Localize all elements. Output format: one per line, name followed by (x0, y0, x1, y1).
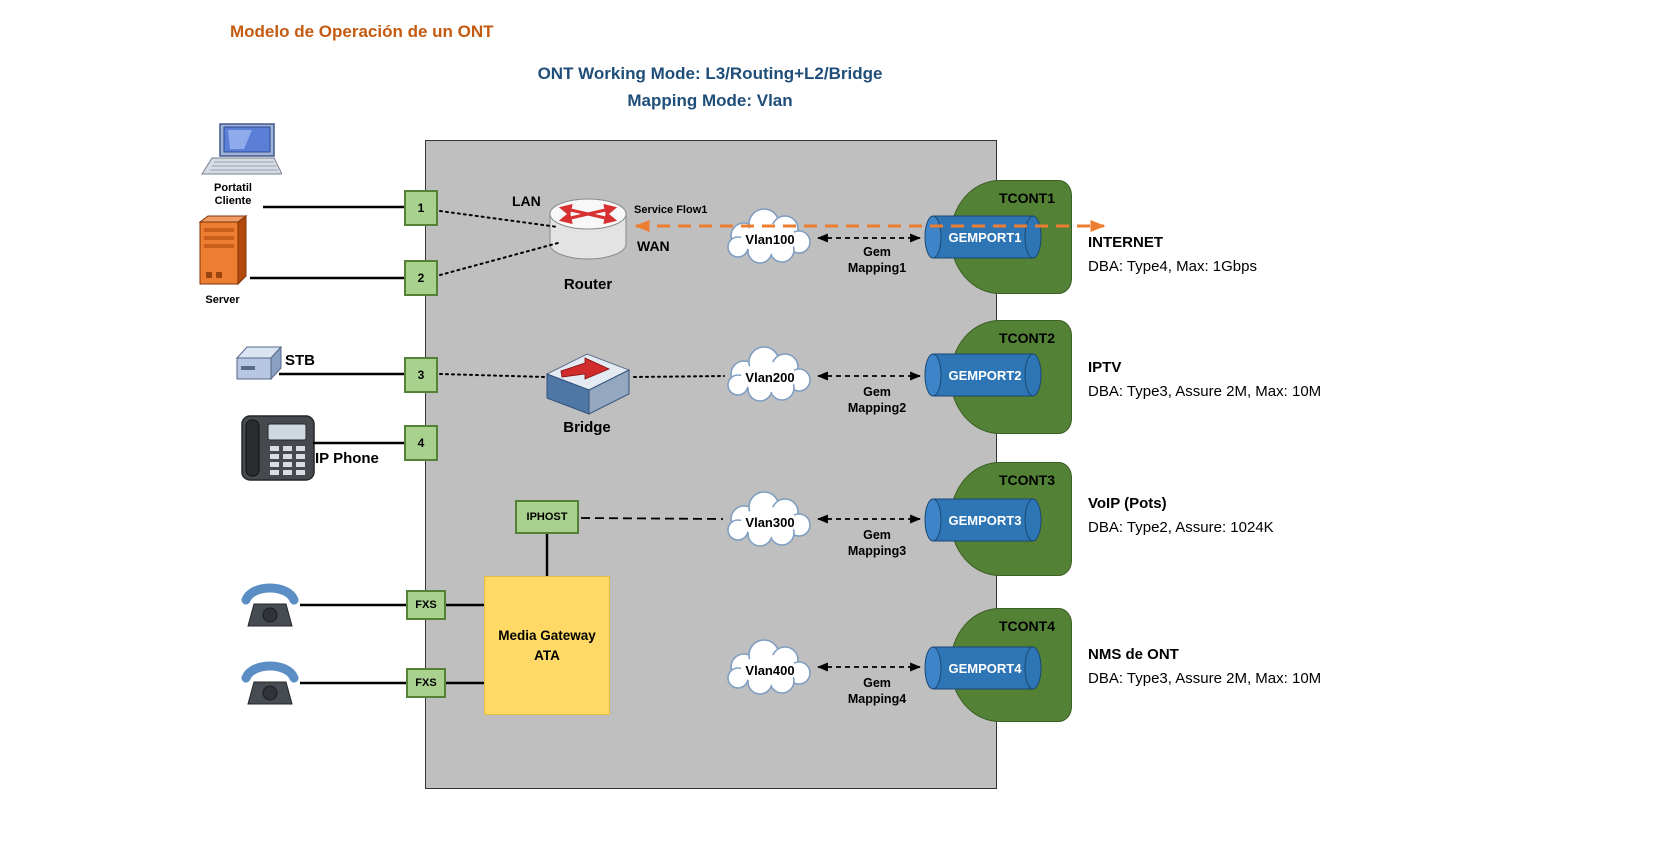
vlan200-label: Vlan200 (745, 369, 795, 385)
service-internet: INTERNET DBA: Type4, Max: 1Gbps (1088, 231, 1418, 279)
service-nms-dba: DBA: Type3, Assure 2M, Max: 10M (1088, 670, 1322, 687)
gemport1: GEMPORT1 (924, 213, 1042, 261)
lan-label: LAN (512, 193, 541, 209)
fxs-port-2: FXS (406, 668, 446, 698)
laptop-label: Portatil Cliente (214, 182, 252, 207)
gemport4-label: GEMPORT4 (948, 660, 1022, 676)
analog-phone-icon (241, 583, 299, 627)
service-flow-label: Service Flow1 (634, 204, 708, 216)
gemport3: GEMPORT3 (924, 496, 1042, 544)
service-iptv: IPTV DBA: Type3, Assure 2M, Max: 10M (1088, 356, 1418, 404)
cloud-icon (727, 491, 811, 547)
gem-mapping-2: Gem Mapping2 (847, 385, 907, 415)
vlan400-label: Vlan400 (745, 662, 795, 678)
tcont4-label: TCONT4 (999, 618, 1055, 634)
service-nms: NMS de ONT DBA: Type3, Assure 2M, Max: 1… (1088, 643, 1418, 691)
service-voip: VoIP (Pots) DBA: Type2, Assure: 1024K (1088, 492, 1418, 540)
media-gateway-label-1: Media Gateway (498, 627, 596, 643)
stb-label: STB (285, 352, 315, 369)
service-internet-dba: DBA: Type4, Max: 1Gbps (1088, 258, 1257, 275)
gemport2-label: GEMPORT2 (948, 367, 1022, 383)
vlan400-cloud: Vlan400 (722, 635, 818, 701)
gem-mapping-3: Gem Mapping3 (847, 528, 907, 558)
vlan100-cloud: Vlan100 (722, 204, 818, 270)
server-label: Server (205, 294, 240, 306)
tcont2-label: TCONT2 (999, 330, 1055, 346)
service-iptv-name: IPTV (1088, 359, 1122, 376)
mapping-mode-line: Mapping Mode: Vlan (627, 91, 793, 110)
fxs-port-1: FXS (406, 590, 446, 620)
vlan100-label: Vlan100 (745, 231, 795, 247)
vlan200-cloud: Vlan200 (722, 342, 818, 408)
analog-phone-icon (241, 661, 299, 705)
router-icon (549, 198, 627, 260)
eth-port-2: 2 (404, 260, 438, 296)
bridge-icon (545, 353, 631, 415)
eth-port-4: 4 (404, 425, 438, 461)
vlan300-label: Vlan300 (745, 514, 795, 530)
service-voip-name: VoIP (Pots) (1088, 495, 1167, 512)
ip-phone-label: IP Phone (315, 450, 379, 467)
tcont1-label: TCONT1 (999, 190, 1055, 206)
cloud-icon (727, 639, 811, 695)
bridge-label: Bridge (563, 419, 611, 436)
service-voip-dba: DBA: Type2, Assure: 1024K (1088, 519, 1274, 536)
router-label: Router (563, 276, 613, 293)
gemport-cylinder-icon (924, 353, 1042, 397)
service-iptv-dba: DBA: Type3, Assure 2M, Max: 10M (1088, 383, 1322, 400)
laptop-icon (201, 123, 282, 175)
gemport4: GEMPORT4 (924, 644, 1042, 692)
gem-mapping-1: Gem Mapping1 (847, 245, 907, 275)
diagram-subtitle: ONT Working Mode: L3/Routing+L2/Bridge M… (400, 60, 1020, 114)
service-internet-name: INTERNET (1088, 234, 1163, 251)
iphost-box: IPHOST (515, 500, 579, 534)
gemport3-label: GEMPORT3 (948, 512, 1022, 528)
stb-icon (235, 345, 283, 381)
gem-mapping-4: Gem Mapping4 (847, 676, 907, 706)
tcont3-label: TCONT3 (999, 472, 1055, 488)
gemport1-label: GEMPORT1 (948, 229, 1022, 245)
eth-port-3: 3 (404, 357, 438, 393)
wan-label: WAN (637, 238, 670, 254)
eth-port-1: 1 (404, 190, 438, 226)
service-nms-name: NMS de ONT (1088, 646, 1179, 663)
gemport-cylinder-icon (924, 498, 1042, 542)
page-title: Modelo de Operación de un ONT (230, 22, 494, 41)
cloud-icon (727, 346, 811, 402)
gemport-cylinder-icon (924, 646, 1042, 690)
server-icon (198, 215, 248, 286)
ip-phone-icon (241, 415, 315, 481)
vlan300-cloud: Vlan300 (722, 487, 818, 553)
working-mode-line: ONT Working Mode: L3/Routing+L2/Bridge (537, 64, 883, 83)
media-gateway-box: Media Gateway ATA (484, 576, 610, 715)
media-gateway-label-2: ATA (534, 647, 560, 663)
gemport2: GEMPORT2 (924, 351, 1042, 399)
